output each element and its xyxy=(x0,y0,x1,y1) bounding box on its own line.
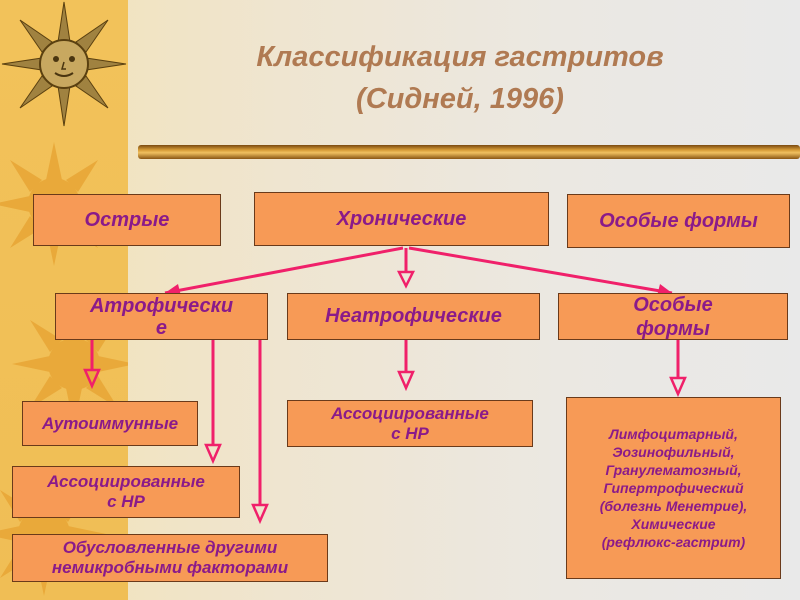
slide-title: Классификация гастритов (Сидней, 1996) xyxy=(180,36,740,120)
category-special: Особые формы xyxy=(567,194,790,248)
leaf-autoimmune-label: Аутоиммунные xyxy=(41,413,179,433)
subtype-nonatrophic-label: Неатрофические xyxy=(325,305,502,327)
subtype-special: Особые формы xyxy=(558,293,788,340)
subtype-special-label: Особые формы xyxy=(633,293,713,340)
sun-face-icon xyxy=(1,1,127,127)
category-chronic-label: Хронические xyxy=(336,207,467,230)
category-acute-label: Острые xyxy=(84,208,170,231)
leaf-special-forms-list: Лимфоцитарный, Эозинофильный, Гранулемат… xyxy=(566,397,781,579)
subtype-atrophic-label: Атрофически е xyxy=(89,294,234,339)
arrow-chronic-atrophic xyxy=(164,246,404,295)
title-line-2: (Сидней, 1996) xyxy=(356,83,564,115)
leaf-autoimmune: Аутоиммунные xyxy=(22,401,198,446)
subtype-nonatrophic: Неатрофические xyxy=(287,293,540,340)
arrowhead-special-list xyxy=(669,376,687,398)
title-line-1: Классификация гастритов xyxy=(256,41,664,73)
category-chronic: Хронические xyxy=(254,192,549,246)
arrowhead-associated-atrophic xyxy=(204,443,222,465)
subtype-atrophic: Атрофически е xyxy=(55,293,268,340)
leaf-special-forms-list-label: Лимфоцитарный, Эозинофильный, Гранулемат… xyxy=(599,426,748,550)
category-special-label: Особые формы xyxy=(599,209,758,232)
arrowhead-nonatrophic xyxy=(396,270,416,289)
leaf-associated-hp-atrophic-label: Ассоциированные с НР xyxy=(47,472,205,511)
category-acute: Острые xyxy=(33,194,221,246)
arrowhead-autoimmune xyxy=(83,368,101,390)
arrow-chronic-special xyxy=(408,246,673,295)
leaf-other-factors: Обусловленные другими немикробными факто… xyxy=(12,534,328,582)
leaf-associated-hp-atrophic: Ассоциированные с НР xyxy=(12,466,240,518)
arrowhead-associated-nonatrophic xyxy=(397,370,415,392)
leaf-other-factors-label: Обусловленные другими немикробными факто… xyxy=(51,538,289,577)
leaf-associated-hp-nonatrophic: Ассоциированные с НР xyxy=(287,400,533,447)
title-divider xyxy=(138,145,800,159)
leaf-associated-hp-nonatrophic-label: Ассоциированные с НР xyxy=(331,403,489,443)
arrowhead-other xyxy=(251,503,269,525)
